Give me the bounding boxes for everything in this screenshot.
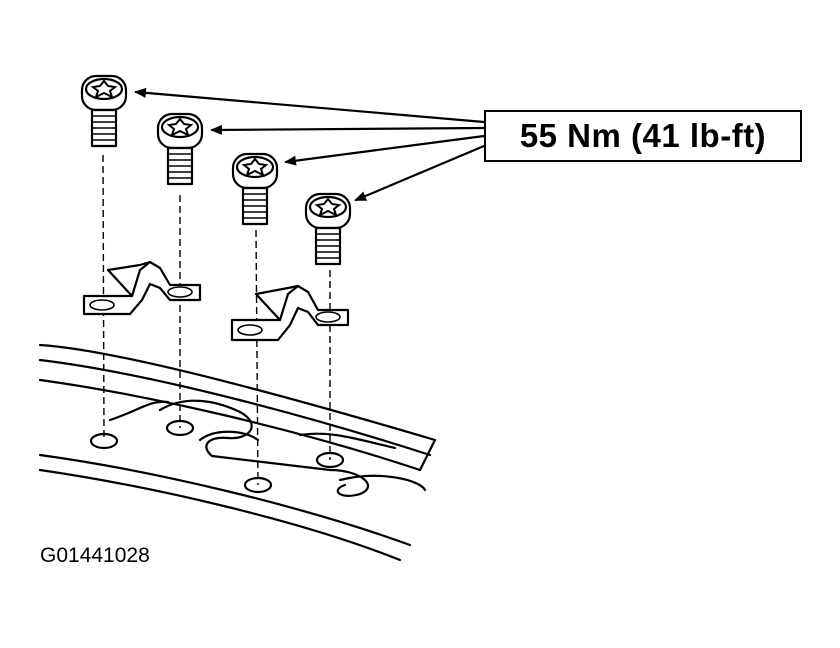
torque-specification: 55 Nm (41 lb-ft) bbox=[519, 117, 767, 154]
leader-arrows bbox=[134, 87, 486, 202]
torque-callout: 55 Nm (41 lb-ft) bbox=[484, 110, 802, 162]
torx-bolt-icon bbox=[231, 152, 279, 226]
bracket-icon bbox=[230, 284, 350, 342]
torx-bolt-icon bbox=[304, 192, 352, 266]
torx-bolt-icon bbox=[80, 74, 128, 148]
bracket-icon bbox=[82, 260, 202, 316]
alignment-lines bbox=[102, 154, 331, 486]
figure-reference-code: G01441028 bbox=[40, 544, 150, 567]
torx-bolt-icon bbox=[156, 112, 204, 186]
cylinder-head-casting bbox=[38, 343, 437, 562]
